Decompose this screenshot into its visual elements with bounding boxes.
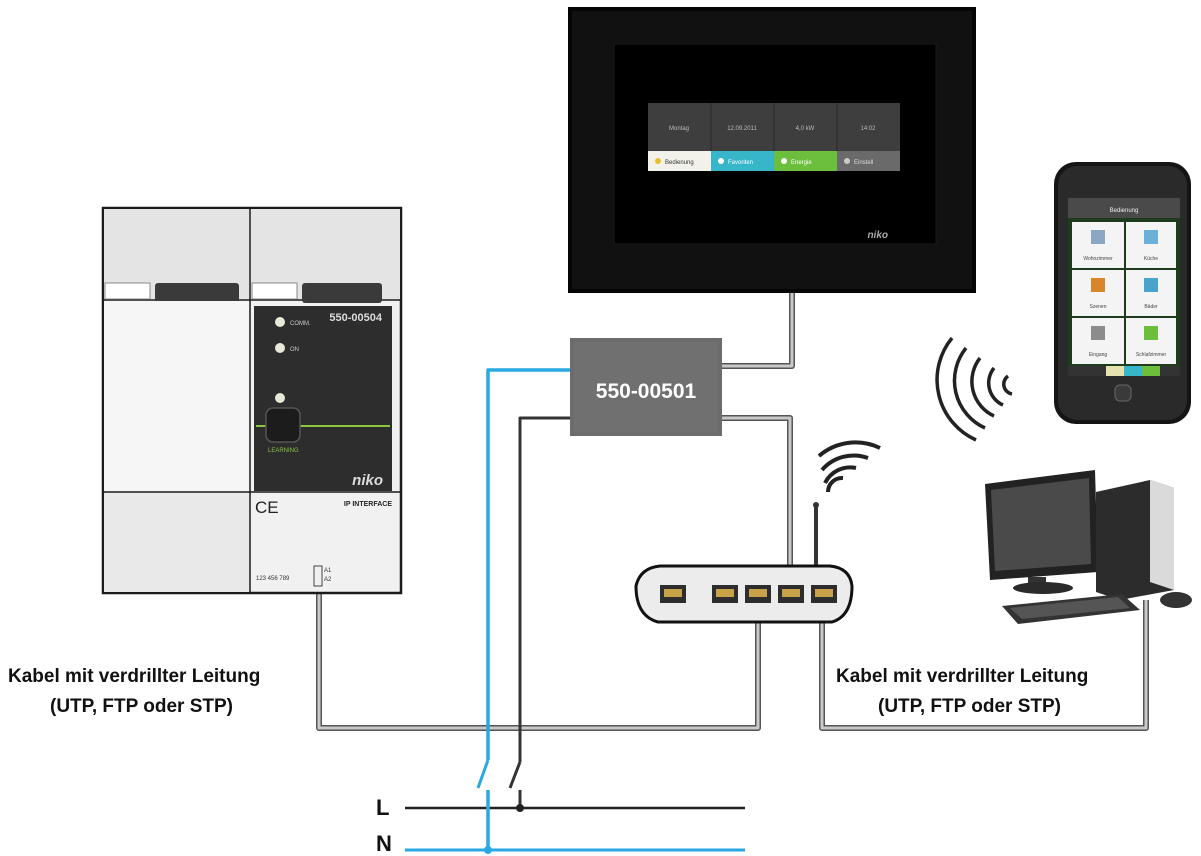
svg-text:Eingang: Eingang <box>1089 352 1108 358</box>
ts-status-date: 12.09.2011 <box>727 126 757 132</box>
port-a2-label: A2 <box>324 577 332 583</box>
ip-interface-module: 550-00504 COMM. ON LEARNING niko CE IP I… <box>101 206 403 595</box>
rj45-port-3[interactable] <box>745 585 771 603</box>
learning-label: LEARNING <box>268 448 299 454</box>
ts-tab-energie[interactable] <box>774 151 837 171</box>
heart-icon <box>718 158 724 164</box>
phone-tile-3[interactable]: Bäder <box>1126 270 1176 316</box>
comm-label: COMM. <box>290 321 311 327</box>
ts-status-time: 14:02 <box>860 126 876 132</box>
home-button[interactable] <box>1114 384 1132 402</box>
l-label: L <box>376 795 389 820</box>
psu-wire-l <box>518 416 570 762</box>
ts-status-day: Montag <box>669 126 689 132</box>
ts-tab-einstell[interactable] <box>837 151 900 171</box>
ts-tab-favoriten[interactable] <box>711 151 774 171</box>
phone-wifi-icon <box>935 336 1013 442</box>
smartphone: Bedienung Wohnzimmer Küche Szenen Bäder … <box>1054 162 1191 424</box>
ts-tab-label-0: Bedienung <box>665 160 694 166</box>
onoff-label: ON <box>290 347 299 353</box>
ts-tab-label-1: Favoriten <box>728 160 753 166</box>
ts-tab-bedienung[interactable] <box>648 151 711 171</box>
cable-screen-psu <box>722 292 795 369</box>
ts-tab-label-3: Einstell <box>854 160 873 166</box>
psu-wire-n <box>486 368 570 760</box>
rj45-port-1[interactable] <box>660 585 686 603</box>
onoff-led <box>275 343 285 353</box>
phone-tile-2[interactable]: Szenen <box>1072 270 1124 316</box>
rj45-port-4[interactable] <box>778 585 804 603</box>
cables <box>316 292 1149 762</box>
energy-icon <box>781 158 787 164</box>
network-switch <box>634 440 881 624</box>
svg-text:Szenen: Szenen <box>1090 304 1107 310</box>
touchscreen: Montag 12.09.2011 4,0 kW 14:02 Bedienung… <box>568 7 976 293</box>
bulb-icon <box>655 158 661 164</box>
port-a1-label: A1 <box>324 568 332 574</box>
module-model-label: 550-00504 <box>329 312 382 324</box>
phone-tile-5[interactable]: Schlafzimmer <box>1126 318 1176 364</box>
psu-model-label: 550-00501 <box>596 380 697 403</box>
cable-psu-switch <box>722 415 793 580</box>
svg-text:Wohnzimmer: Wohnzimmer <box>1083 256 1113 262</box>
svg-text:Küche: Küche <box>1144 256 1158 262</box>
svg-text:Schlafzimmer: Schlafzimmer <box>1136 352 1167 358</box>
switch-l-icon <box>508 761 524 812</box>
caption-left-line2: (UTP, FTP oder STP) <box>50 696 233 717</box>
utp-cable-module-switch <box>316 590 761 731</box>
phone-tile-4[interactable]: Eingang <box>1072 318 1124 364</box>
comm-led <box>275 317 285 327</box>
rj45-port-2[interactable] <box>712 585 738 603</box>
phone-tile-1[interactable]: Küche <box>1126 222 1176 268</box>
mains-lines: L N <box>376 759 745 856</box>
ts-tab-label-2: Energie <box>791 160 812 166</box>
status-led <box>275 393 285 403</box>
svg-text:Bäder: Bäder <box>1144 304 1158 310</box>
switch-n-icon <box>476 759 492 854</box>
module-brand: niko <box>352 472 383 489</box>
learning-button[interactable] <box>265 407 301 443</box>
caption-right-line2: (UTP, FTP oder STP) <box>878 696 1061 717</box>
desktop-computer <box>985 470 1192 624</box>
wrench-icon <box>844 158 850 164</box>
rj45-port-5[interactable] <box>811 585 837 603</box>
caption-left: Kabel mit verdrillter Leitung (UTP, FTP … <box>8 666 260 717</box>
phone-tile-0[interactable]: Wohnzimmer <box>1072 222 1124 268</box>
power-supply: 550-00501 <box>570 338 722 436</box>
ts-status-power: 4,0 kW <box>796 126 815 132</box>
router-wifi-icon <box>817 440 881 493</box>
interface-label: IP INTERFACE <box>344 501 392 508</box>
caption-right-line1: Kabel mit verdrillter Leitung <box>836 666 1088 687</box>
module-terminal <box>313 565 323 587</box>
ce-mark: CE <box>255 498 279 517</box>
utp-cable-switch-computer <box>819 600 1149 731</box>
mouse <box>1160 592 1192 608</box>
serial-label: 123 456 789 <box>256 576 290 582</box>
n-label: N <box>376 831 392 856</box>
caption-right: Kabel mit verdrillter Leitung (UTP, FTP … <box>836 666 1088 717</box>
ts-brand: niko <box>867 230 888 241</box>
caption-left-line1: Kabel mit verdrillter Leitung <box>8 666 260 687</box>
phone-title: Bedienung <box>1110 208 1139 214</box>
